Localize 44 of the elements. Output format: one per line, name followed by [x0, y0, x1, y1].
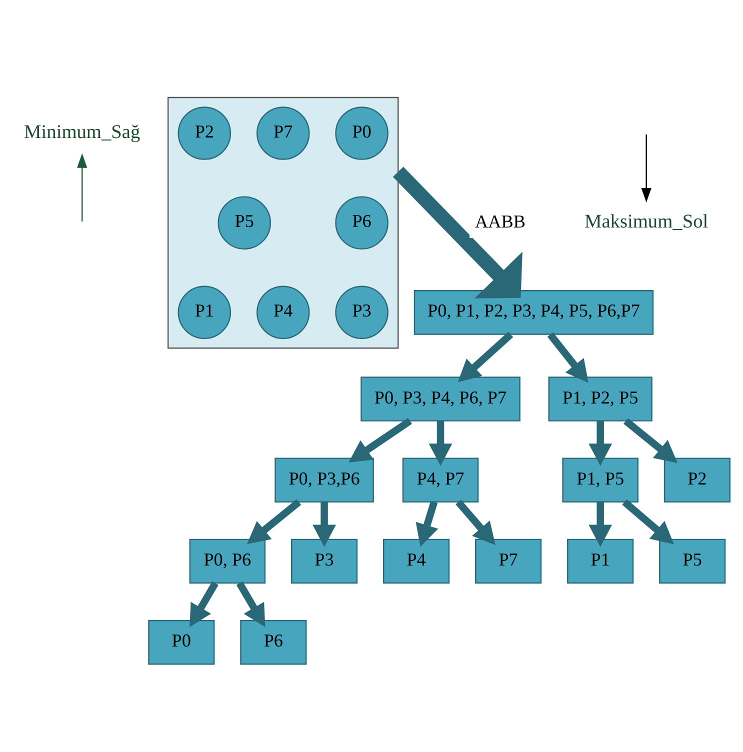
arrow [416, 500, 438, 547]
node-circle: P3 [335, 286, 388, 340]
arrow [623, 418, 678, 464]
node-box: P1 [567, 538, 634, 584]
node-box: P0, P3, P4, P6, P7 [360, 376, 520, 422]
arrow [456, 500, 496, 546]
node-box: P2 [664, 458, 730, 503]
arrow [190, 581, 218, 628]
node-box: P7 [475, 538, 542, 584]
arrow [348, 418, 412, 462]
node-box: P0, P6 [189, 538, 266, 584]
arrow [547, 332, 588, 383]
node-box: P1, P5 [562, 458, 638, 503]
node-circle: P1 [178, 286, 232, 340]
node-box: P5 [659, 538, 726, 584]
node-circle: P5 [218, 196, 271, 250]
arrow [392, 166, 522, 298]
node-box: P0, P1, P2, P3, P4, P5, P6,P7 [414, 290, 654, 335]
arrow [641, 134, 652, 202]
node-box: P4 [383, 538, 450, 584]
node-circle: P7 [256, 106, 310, 160]
arrow [246, 499, 302, 544]
arrow [236, 581, 266, 628]
edge-label: AABB [475, 212, 526, 232]
node-box: P3 [290, 538, 358, 584]
arrow [77, 153, 88, 222]
node-box: P6 [240, 620, 307, 665]
arrow [588, 502, 612, 548]
node-circle: P2 [178, 106, 232, 160]
node-box: P0, P3,P6 [274, 458, 374, 503]
cluster [168, 96, 399, 349]
node-circle: P4 [256, 286, 310, 340]
node-box: P4, P7 [402, 458, 479, 503]
arrow [588, 420, 612, 466]
arrow [622, 499, 674, 544]
node-circle: P6 [335, 196, 388, 250]
arrow [312, 502, 336, 548]
arrow [458, 332, 514, 382]
arrow [428, 420, 452, 466]
node-text: Minimum_Sağ [24, 122, 140, 143]
node-box: P1, P2, P5 [548, 376, 652, 422]
node-text: Maksimum_Sol [584, 211, 708, 232]
node-box: P0 [148, 620, 215, 665]
node-circle: P0 [335, 106, 388, 160]
